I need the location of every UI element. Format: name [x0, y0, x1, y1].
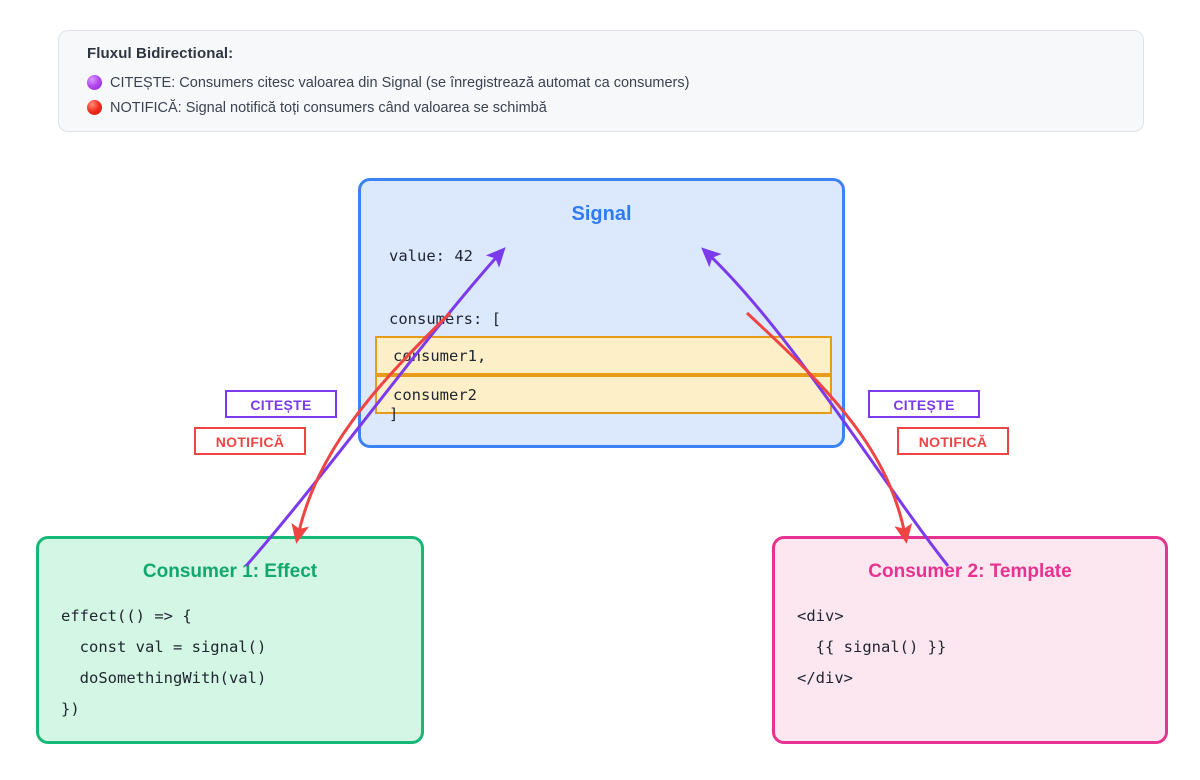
badge-citeste-left[interactable]: CITEȘTE — [225, 390, 337, 418]
badge-notifica-left[interactable]: NOTIFICĂ — [194, 427, 306, 455]
legend-item-citeste: CITEȘTE: Consumers citesc valoarea din S… — [87, 70, 1119, 95]
consumer2-title: Consumer 2: Template — [868, 561, 1072, 582]
consumer2-node[interactable]: Consumer 2: Template <div> {{ signal() }… — [772, 536, 1168, 744]
signal-title: Signal — [571, 203, 632, 225]
signal-consumer-entry-label: consumer1, — [393, 347, 487, 365]
consumer1-code: effect(() => { const val = signal() doSo… — [61, 607, 267, 718]
consumer2-code: <div> {{ signal() }} </div> — [797, 607, 947, 687]
consumer1-node[interactable]: Consumer 1: Effect effect(() => { const … — [36, 536, 424, 744]
signal-consumer-entry[interactable]: consumer1, — [375, 336, 832, 375]
signal-consumer-entry[interactable]: consumer2 — [375, 375, 832, 414]
purple-circle-icon — [87, 75, 102, 90]
badge-notifica-right[interactable]: NOTIFICĂ — [897, 427, 1009, 455]
red-circle-icon — [87, 100, 102, 115]
legend-title: Fluxul Bidirectional: — [87, 45, 234, 62]
signal-consumers-close: ] — [389, 405, 399, 423]
signal-consumer-entry-label: consumer2 — [393, 386, 477, 404]
legend-item-label: NOTIFICĂ: Signal notifică toți consumers… — [110, 99, 547, 116]
badge-citeste-right[interactable]: CITEȘTE — [868, 390, 980, 418]
legend-item-label: CITEȘTE: Consumers citesc valoarea din S… — [110, 74, 690, 91]
consumer1-title: Consumer 1: Effect — [142, 561, 318, 582]
signal-node[interactable]: Signal value: 42 consumers: [ consumer1,… — [358, 178, 845, 448]
legend-panel: Fluxul Bidirectional: CITEȘTE: Consumers… — [58, 30, 1144, 132]
signal-consumers-open: consumers: [ — [389, 310, 501, 328]
legend-item-notifica: NOTIFICĂ: Signal notifică toți consumers… — [87, 95, 1119, 120]
signal-value-line: value: 42 — [389, 247, 473, 265]
